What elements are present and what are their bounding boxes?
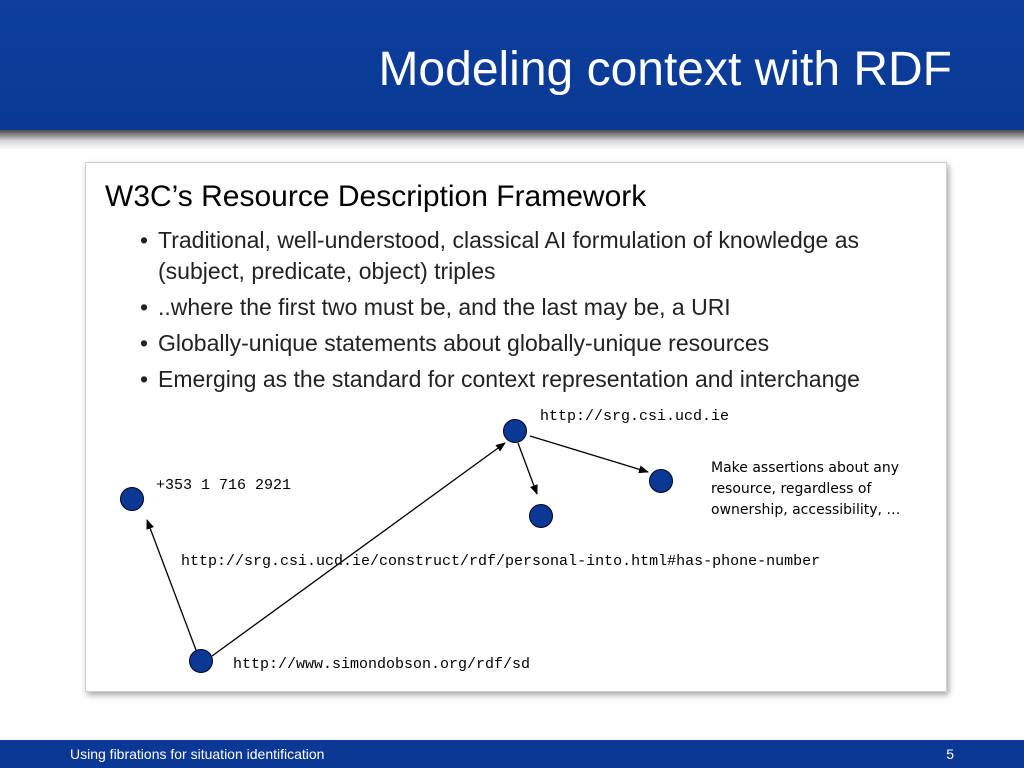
bullet-list: • Traditional, well-understood, classical… — [140, 225, 930, 400]
subject-node — [189, 649, 213, 673]
object-node-bottom — [529, 504, 553, 528]
footer-bar — [0, 740, 1024, 768]
bullet-item: • ..where the first two must be, and the … — [140, 292, 930, 323]
bullet-text: Globally-unique statements about globall… — [158, 330, 770, 356]
bullet-dot: • — [140, 330, 149, 356]
subject-uri-label: http://www.simondobson.org/rdf/sd — [233, 656, 531, 673]
slide-title: Modeling context with RDF — [378, 43, 952, 96]
uri-node — [503, 419, 527, 443]
arrow-uri-to-bottom-node — [517, 442, 538, 495]
section-heading: W3C’s Resource Description Framework — [105, 180, 647, 213]
bullet-dot: • — [140, 227, 149, 253]
bullet-item: • Emerging as the standard for context re… — [140, 364, 930, 395]
bullet-item: • Traditional, well-understood, classical… — [140, 225, 930, 287]
arrow-subject-to-uri — [211, 442, 506, 657]
phone-number-label: +353 1 716 2921 — [156, 477, 292, 494]
header-bar — [0, 0, 1024, 130]
bullet-text: Traditional, well-understood, classical … — [158, 227, 860, 284]
page-number: 5 — [946, 746, 954, 762]
arrow-uri-to-right-node — [529, 435, 649, 474]
bullet-dot: • — [140, 366, 149, 392]
bullet-item: • Globally-unique statements about global… — [140, 328, 930, 359]
bullet-text: Emerging as the standard for context rep… — [158, 366, 860, 392]
phone-node — [120, 487, 144, 511]
bullet-dot: • — [140, 294, 149, 320]
object-uri-label: http://srg.csi.ucd.ie — [540, 408, 730, 425]
arrow-subject-to-phone — [146, 519, 197, 651]
bullet-text: ..where the first two must be, and the l… — [158, 294, 731, 320]
footer-title: Using fibrations for situation identific… — [70, 746, 325, 762]
object-node-right — [649, 469, 673, 493]
header-shadow — [0, 130, 1024, 150]
predicate-uri-label: http://srg.csi.ucd.ie/construct/rdf/pers… — [181, 553, 821, 570]
assertion-note: Make assertions about any resource, rega… — [711, 460, 901, 518]
